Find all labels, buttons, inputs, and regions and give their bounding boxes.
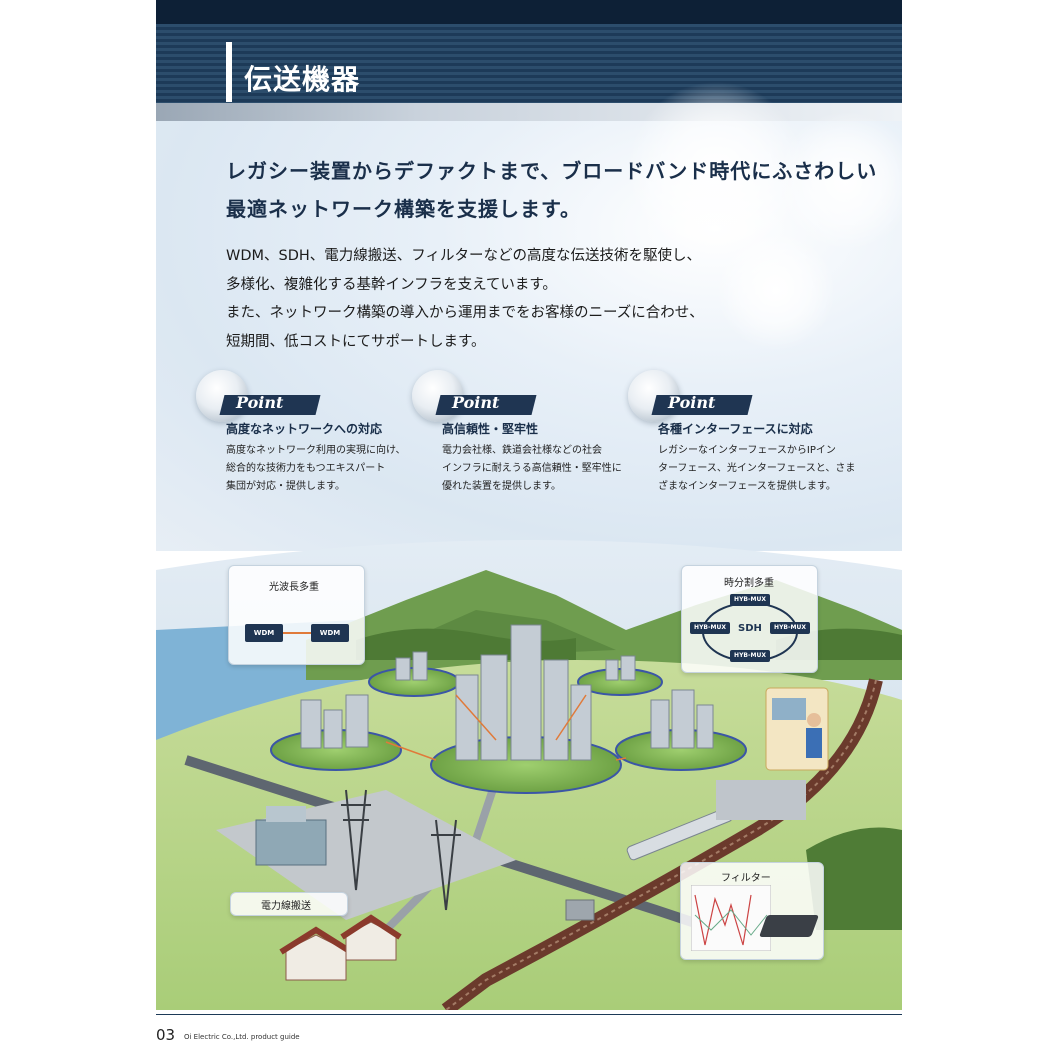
intro-line: 短期間、低コストにてサポートします。 (226, 333, 486, 350)
filter-panel: フィルター (680, 862, 824, 960)
point-description: 電力会社様、鉄道会社様などの社会 インフラに耐えうる高信頼性・堅牢性に 優れた装… (442, 442, 622, 496)
intro-line: WDM、SDH、電力線搬送、フィルターなどの高度な伝送技術を駆使し、 (226, 248, 701, 264)
power-plant-building (255, 819, 327, 866)
operator-figure (807, 713, 821, 727)
hyb-mux-device: HYB-MUX (770, 622, 810, 634)
hero-background (156, 81, 902, 551)
house-roof (340, 914, 402, 940)
power-pylon (431, 819, 461, 911)
wdm-panel: 光波長多重 WDM WDM (228, 565, 365, 665)
wdm-device: WDM (245, 624, 283, 642)
sdh-panel-label: 時分割多重 (724, 578, 774, 589)
plc-panel: 電力線搬送 (230, 892, 348, 916)
intro-text: WDM、SDH、電力線搬送、フィルターなどの高度な伝送技術を駆使し、 多様化、複… (226, 242, 704, 356)
point-card: Point 高度なネットワークへの対応 高度なネットワーク利用の実現に向け、 総… (196, 370, 408, 500)
header-top-band (156, 0, 902, 24)
light-flare (776, 111, 902, 251)
house (285, 934, 347, 981)
operator-body (806, 728, 822, 758)
wdm-device: WDM (311, 624, 349, 642)
footer-divider (156, 1014, 902, 1015)
wdm-panel-label: 光波長多重 (269, 582, 319, 593)
headline-line: レガシー装置からデファクトまで、ブロードバンド時代にふさわしい (226, 159, 878, 183)
plc-panel-label: 電力線搬送 (261, 901, 311, 912)
point-desc-line: ざまなインターフェースを提供します。 (658, 481, 836, 492)
point-title: 高信頼性・堅牢性 (442, 422, 539, 436)
power-pylon (341, 789, 371, 891)
headline: レガシー装置からデファクトまで、ブロードバンド時代にふさわしい 最適ネットワーク… (226, 152, 877, 228)
point-desc-line: 優れた装置を提供します。 (442, 481, 561, 492)
control-monitor (772, 698, 806, 720)
filter-panel-label: フィルター (721, 873, 771, 884)
station-platform (716, 780, 806, 820)
point-badge-label: Point (668, 393, 716, 412)
city-district (577, 668, 663, 696)
point-desc-line: 高度なネットワーク利用の実現に向け、 (226, 445, 406, 456)
light-flare (716, 231, 836, 351)
page-header: 伝送機器 (156, 0, 902, 103)
intro-line: 多様化、複雑化する基幹インフラを支えています。 (226, 276, 557, 293)
footer-company: Oi Electric Co.,Ltd. product guide (184, 1033, 300, 1041)
filter-device (758, 915, 820, 937)
sdh-panel: 時分割多重 HYB-MUX HYB-MUX HYB-MUX HYB-MUX SD… (681, 565, 818, 673)
header-under-stripe (156, 103, 902, 121)
filter-response-chart (691, 885, 771, 951)
point-badge-label: Point (236, 393, 284, 412)
point-desc-line: 総合的な技術力をもつエキスパート (226, 463, 386, 474)
sdh-center-label: SDH (738, 623, 762, 634)
house-roof (279, 926, 353, 955)
network-illustration: 光波長多重 WDM WDM 時分割多重 HYB-MUX HYB-MUX HYB-… (156, 510, 902, 1010)
hyb-mux-device: HYB-MUX (730, 650, 770, 662)
rail-ties (445, 679, 877, 1010)
page-title: 伝送機器 (244, 63, 361, 96)
headline-line: 最適ネットワーク構築を支援します。 (226, 197, 581, 221)
point-title: 各種インターフェースに対応 (658, 422, 813, 436)
point-desc-line: 電力会社様、鉄道会社様などの社会 (442, 445, 602, 456)
intro-line: また、ネットワーク構築の導入から運用までをお客様のニーズに合わせ、 (226, 305, 704, 321)
point-badge-label: Point (452, 393, 500, 412)
point-desc-line: 集団が対応・提供します。 (226, 481, 345, 492)
point-description: レガシーなインターフェースからIPイン ターフェース、光インターフェースと、さま… (658, 442, 855, 496)
point-description: 高度なネットワーク利用の実現に向け、 総合的な技術力をもつエキスパート 集団が対… (226, 442, 406, 496)
point-card: Point 高信頼性・堅牢性 電力会社様、鉄道会社様などの社会 インフラに耐えう… (412, 370, 624, 500)
title-accent-bar (226, 42, 232, 102)
tree-cluster (806, 827, 902, 930)
point-desc-line: ターフェース、光インターフェースと、さま (658, 463, 856, 474)
power-plant-roof (266, 806, 306, 822)
point-desc-line: インフラに耐えうる高信頼性・堅牢性に (442, 463, 622, 474)
optical-link (283, 632, 311, 634)
page-number: 03 (156, 1026, 176, 1044)
point-desc-line: レガシーなインターフェースからIPイン (658, 445, 836, 456)
city-buildings (300, 624, 714, 761)
page: 伝送機器 レガシー装置からデファクトまで、ブロードバンド時代にふさわしい 最適ネ… (156, 0, 902, 1058)
network-link (385, 694, 627, 761)
relay-box (565, 899, 595, 921)
point-title: 高度なネットワークへの対応 (226, 422, 383, 436)
point-card: Point 各種インターフェースに対応 レガシーなインターフェースからIPイン … (628, 370, 855, 500)
hyb-mux-device: HYB-MUX (690, 622, 730, 634)
hyb-mux-device: HYB-MUX (730, 594, 770, 606)
